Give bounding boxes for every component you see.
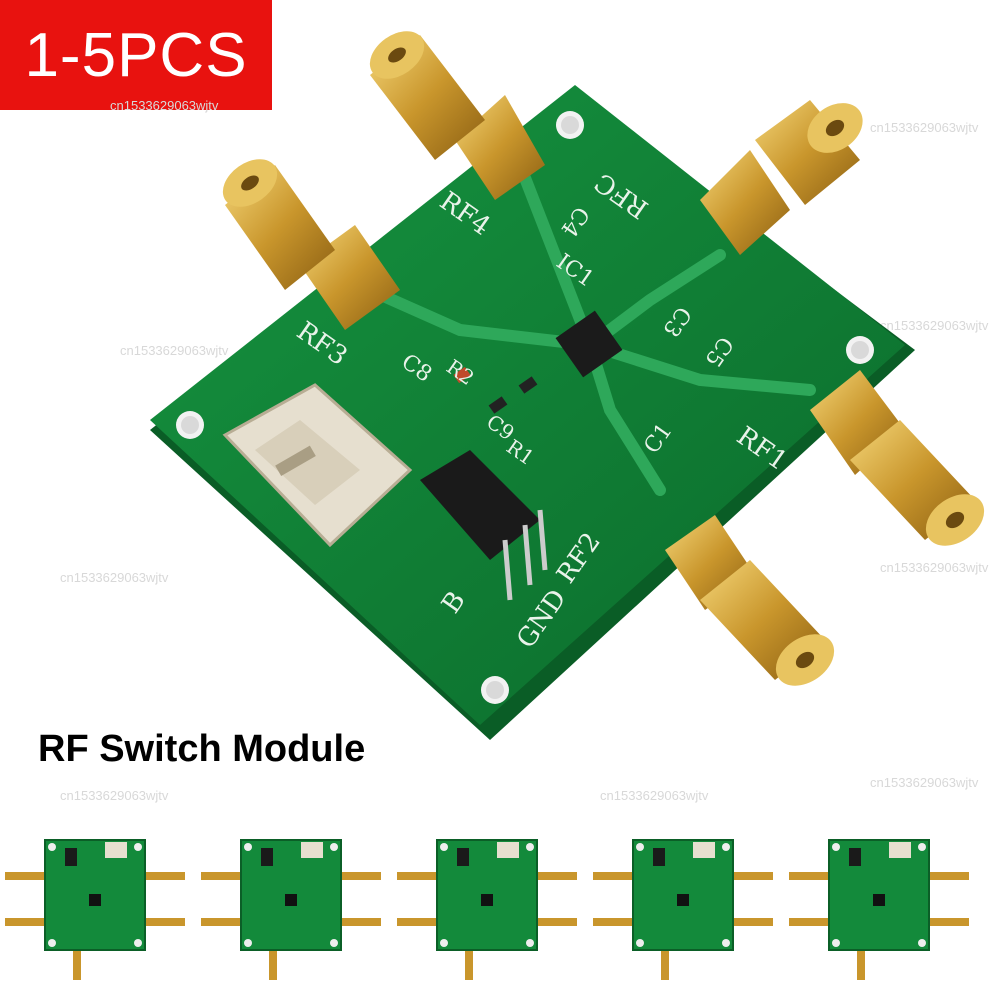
watermark: cn1533629063wjtv bbox=[120, 343, 229, 358]
watermark: cn1533629063wjtv bbox=[110, 98, 219, 113]
sma-connector-rf2 bbox=[665, 515, 835, 686]
product-caption: RF Switch Module bbox=[38, 728, 366, 770]
watermark: cn1533629063wjtv bbox=[880, 318, 989, 333]
watermark: cn1533629063wjtv bbox=[870, 775, 979, 790]
sma-connector-rf4 bbox=[369, 31, 545, 200]
watermark: cn1533629063wjtv bbox=[600, 788, 709, 803]
quantity-badge: 1-5PCS bbox=[0, 0, 272, 110]
watermark: cn1533629063wjtv bbox=[870, 120, 979, 135]
pin-header bbox=[420, 450, 548, 601]
watermark: cn1533629063wjtv bbox=[60, 788, 169, 803]
quantity-badge-text: 1-5PCS bbox=[24, 20, 248, 90]
sma-connector-rf3 bbox=[222, 159, 400, 330]
ic-chip bbox=[555, 310, 623, 378]
sma-connector-rfc bbox=[700, 100, 863, 255]
watermark: cn1533629063wjtv bbox=[60, 570, 169, 585]
sma-connector-rf1 bbox=[810, 370, 985, 546]
power-connector bbox=[222, 383, 413, 548]
watermark: cn1533629063wjtv bbox=[880, 560, 989, 575]
